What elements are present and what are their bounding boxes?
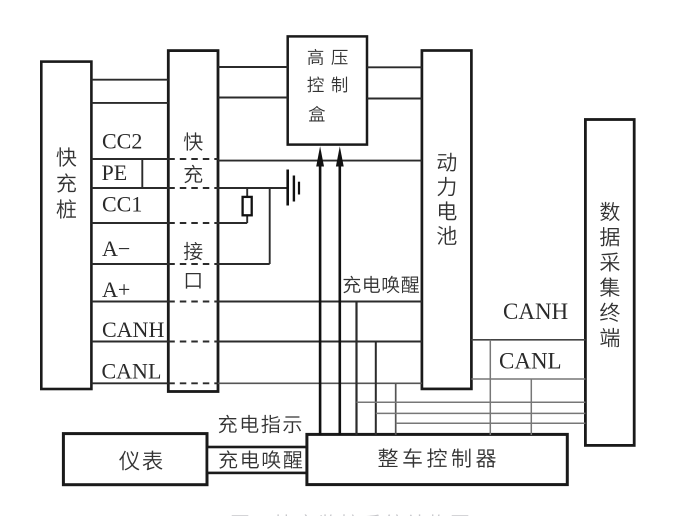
svg-text:CANL: CANL: [102, 359, 162, 384]
svg-text:CC2: CC2: [102, 129, 142, 154]
svg-text:PE: PE: [102, 160, 128, 185]
svg-text:CANH: CANH: [503, 299, 568, 324]
svg-text:CANH: CANH: [102, 317, 164, 342]
svg-text:CC1: CC1: [102, 192, 142, 217]
svg-text:A−: A−: [102, 236, 130, 261]
svg-text:CANL: CANL: [499, 349, 562, 374]
svg-text:A+: A+: [102, 277, 130, 302]
